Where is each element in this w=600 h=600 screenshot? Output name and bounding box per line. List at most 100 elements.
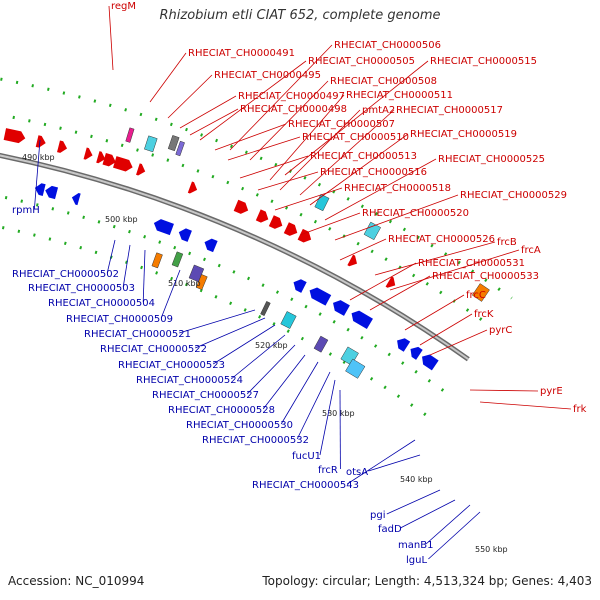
top-label-leader xyxy=(284,60,429,176)
bottom-label-leader xyxy=(246,344,296,395)
gene-label-top: frcA xyxy=(521,245,541,256)
feature-box-10 xyxy=(195,274,208,291)
bottom-label-leader xyxy=(262,354,306,410)
bottom-label-leader xyxy=(212,324,276,365)
top-label-leader xyxy=(469,389,539,392)
top-label-leader xyxy=(199,60,307,141)
top-label-leader xyxy=(339,238,387,261)
bottom-label-leader xyxy=(368,454,421,472)
bottom-label-leader xyxy=(319,379,336,456)
bottom-label-leader xyxy=(280,361,319,425)
guide-track-3 xyxy=(0,113,493,328)
gene-label-top: pyrC xyxy=(489,325,512,336)
top-label-leader xyxy=(269,94,345,181)
top-label-leader xyxy=(279,109,361,191)
forward-gene-17 xyxy=(297,228,312,243)
feature-box-19 xyxy=(260,300,271,317)
map-title: Rhizobium etli CIAT 652, complete genome xyxy=(159,8,441,23)
gene-label-top: RHECIAT_CH0000507 xyxy=(288,119,395,130)
gene-label-bottom: RHECIAT_CH0000504 xyxy=(48,298,155,309)
reverse-gene-11 xyxy=(333,300,350,316)
gene-label-top: RHECIAT_CH0000515 xyxy=(430,56,537,67)
gene-label-bottom: RHECIAT_CH0000523 xyxy=(118,360,225,371)
gene-label-bottom: pgi xyxy=(370,510,385,521)
bottom-label-leader xyxy=(400,499,456,529)
gene-label-top: frcC xyxy=(466,290,486,301)
feature-box-18 xyxy=(125,127,135,143)
top-label-leader xyxy=(369,275,431,311)
feature-box-6 xyxy=(175,140,185,157)
reverse-gene-5 xyxy=(71,193,81,206)
top-label-leader xyxy=(324,158,437,221)
feature-box-8 xyxy=(171,251,184,268)
scale-tick-label: 520 kbp xyxy=(255,341,288,350)
reverse-gene-10 xyxy=(309,287,332,306)
genome-backbone-highlight xyxy=(0,154,469,361)
gene-label-bottom: RHECIAT_CH0000530 xyxy=(186,420,293,431)
feature-box-4 xyxy=(144,135,158,153)
top-label-leader xyxy=(389,249,520,291)
forward-gene-16 xyxy=(283,222,298,236)
scale-tick-label: 550 kbp xyxy=(475,545,508,554)
forward-gene-14 xyxy=(255,209,269,223)
gene-label-bottom: frcR xyxy=(318,465,338,476)
gene-label-bottom: RHECIAT_CH0000527 xyxy=(152,390,259,401)
scale-tick-label: 530 kbp xyxy=(322,409,355,418)
gene-label-top: regM xyxy=(111,1,136,12)
top-label-leader xyxy=(108,5,114,71)
reverse-gene-14 xyxy=(410,346,423,360)
gene-label-top: pyrE xyxy=(540,386,563,397)
bottom-label-leader xyxy=(386,489,441,515)
top-label-leader xyxy=(214,123,287,151)
forward-gene-7 xyxy=(83,147,93,160)
top-label-leader xyxy=(429,329,488,356)
top-label-leader xyxy=(334,194,459,241)
gene-label-top: frcB xyxy=(497,237,517,248)
gene-label-top: RHECIAT_CH0000531 xyxy=(418,258,525,269)
forward-gene-18 xyxy=(347,254,358,267)
top-label-leader xyxy=(299,212,361,236)
feature-box-12 xyxy=(363,221,382,241)
forward-gene-6 xyxy=(57,140,68,153)
forward-gene-4 xyxy=(3,128,26,144)
gene-label-bottom: RHECIAT_CH0000522 xyxy=(100,344,207,355)
bottom-label-leader xyxy=(142,249,146,303)
bottom-label-leader xyxy=(122,244,131,288)
gene-label-top: RHECIAT_CH0000510 xyxy=(302,132,409,143)
forward-gene-11 xyxy=(136,163,146,176)
gene-label-top: pmtA2 xyxy=(362,105,395,116)
reverse-gene-12 xyxy=(351,310,373,330)
feature-box-17 xyxy=(471,283,490,302)
forward-gene-8 xyxy=(96,151,106,164)
gene-label-top: RHECIAT_CH0000495 xyxy=(214,70,321,81)
gene-label-bottom: manB1 xyxy=(398,540,433,551)
gene-label-top: RHECIAT_CH0000491 xyxy=(188,48,295,59)
gene-label-bottom: RHECIAT_CH0000509 xyxy=(66,314,173,325)
top-label-leader xyxy=(239,155,309,179)
genome-summary-text: Topology: circular; Length: 4,513,324 bp… xyxy=(262,574,592,588)
feature-box-13 xyxy=(280,311,297,329)
gene-label-top: RHECIAT_CH0000525 xyxy=(438,154,545,165)
top-label-leader xyxy=(349,262,417,301)
top-label-leader xyxy=(167,74,213,119)
top-label-leader xyxy=(404,294,465,331)
reverse-gene-3 xyxy=(34,183,46,196)
top-label-leader xyxy=(479,401,572,410)
guide-track-4 xyxy=(0,77,513,300)
bottom-label-leader xyxy=(195,317,266,349)
label-leader-lines xyxy=(34,5,572,560)
gene-label-bottom: rpmH xyxy=(12,205,40,216)
scale-tick-label: 510 kbp xyxy=(168,279,201,288)
gene-label-bottom: fadD xyxy=(378,524,402,535)
gene-label-top: RHECIAT_CH0000520 xyxy=(362,208,469,219)
gene-label-top: frcK xyxy=(474,309,494,320)
bottom-label-leader xyxy=(346,439,416,485)
gene-label-top: RHECIAT_CH0000518 xyxy=(344,183,451,194)
gene-label-bottom: RHECIAT_CH0000503 xyxy=(28,283,135,294)
scale-tick-label: 500 kbp xyxy=(105,215,138,224)
gene-label-top: RHECIAT_CH0000513 xyxy=(310,151,417,162)
bottom-label-leader xyxy=(34,139,41,210)
top-label-leader xyxy=(299,109,395,196)
bottom-label-leader xyxy=(179,309,256,334)
